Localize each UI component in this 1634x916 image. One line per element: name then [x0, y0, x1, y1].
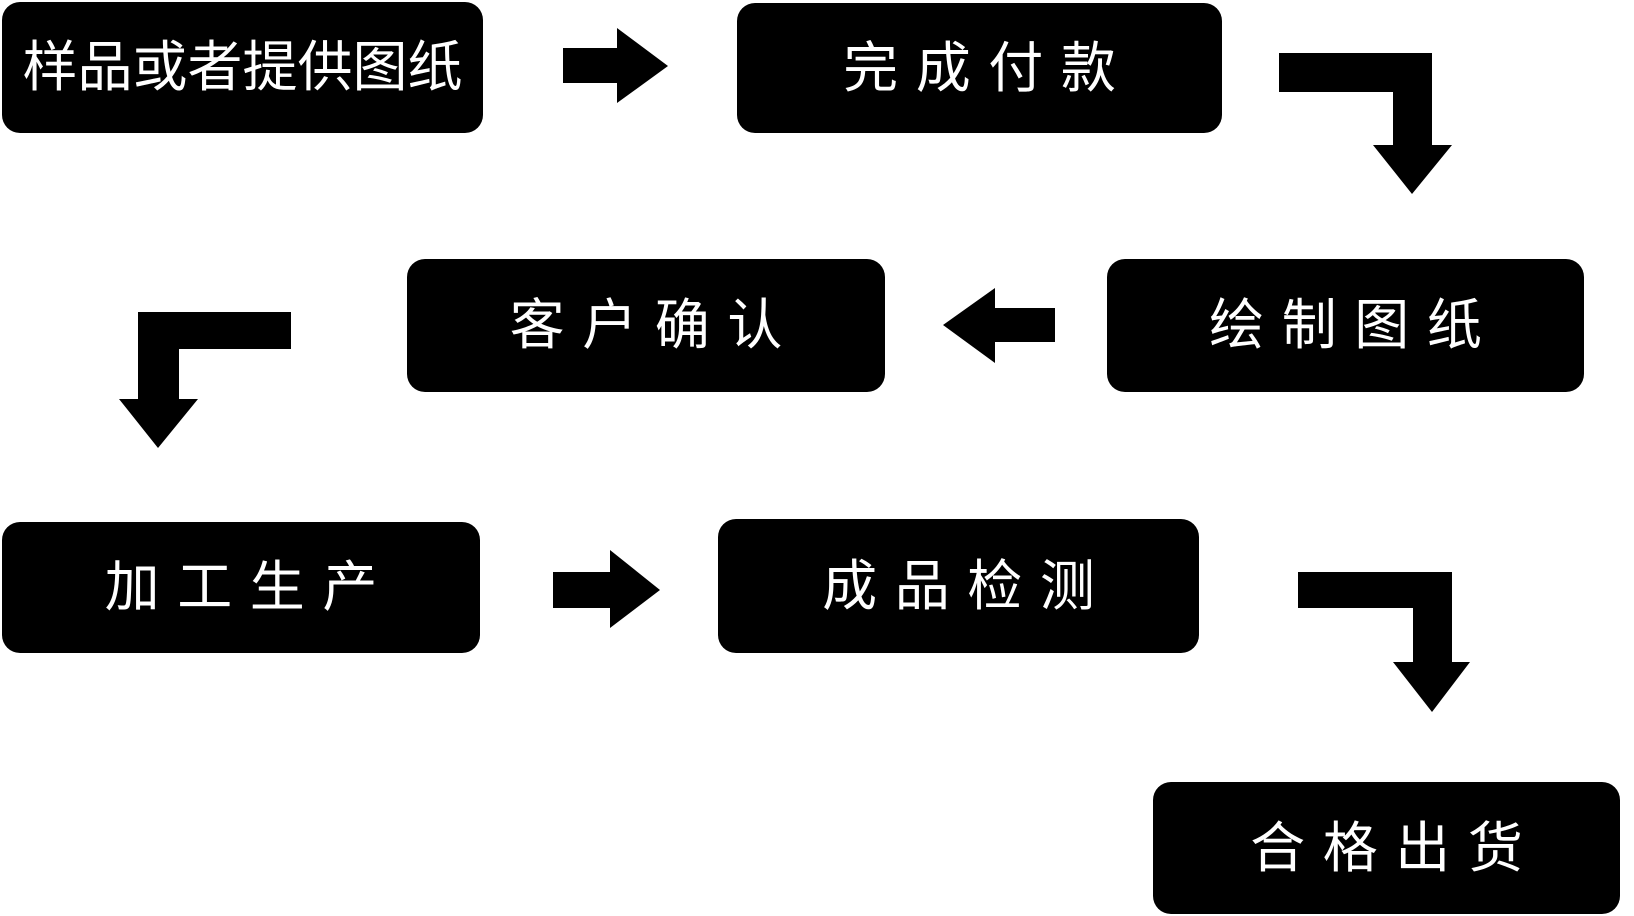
flow-node-label: 样品或者提供图纸 — [22, 36, 463, 98]
flow-node-label: 加工生产 — [104, 556, 395, 618]
flow-node-label: 合格出货 — [1250, 816, 1541, 879]
arrow-step2-to-step3-elbow-icon — [1279, 53, 1452, 194]
flow-node-customer-confirm: 客户确认 — [407, 259, 885, 392]
arrow-step6-to-step7-elbow-icon — [1298, 572, 1470, 712]
flow-node-sample-or-drawing: 样品或者提供图纸 — [2, 2, 483, 133]
arrow-step1-to-step2-icon — [563, 28, 668, 103]
arrow-step5-to-step6-icon — [553, 550, 660, 628]
flow-node-qualified-shipment: 合格出货 — [1153, 782, 1620, 914]
flow-node-product-inspection: 成品检测 — [718, 519, 1199, 653]
flow-node-label: 成品检测 — [822, 554, 1113, 617]
flow-node-draw-drawings: 绘制图纸 — [1107, 259, 1584, 392]
arrow-step3-to-step4-icon — [943, 288, 1055, 363]
flow-node-label: 完成付款 — [843, 36, 1134, 99]
flow-node-label: 客户确认 — [509, 294, 800, 356]
arrow-step4-to-step5-elbow-icon — [119, 312, 291, 448]
flow-node-processing-production: 加工生产 — [2, 522, 480, 653]
flow-node-label: 绘制图纸 — [1209, 294, 1500, 356]
flow-node-complete-payment: 完成付款 — [737, 3, 1222, 133]
